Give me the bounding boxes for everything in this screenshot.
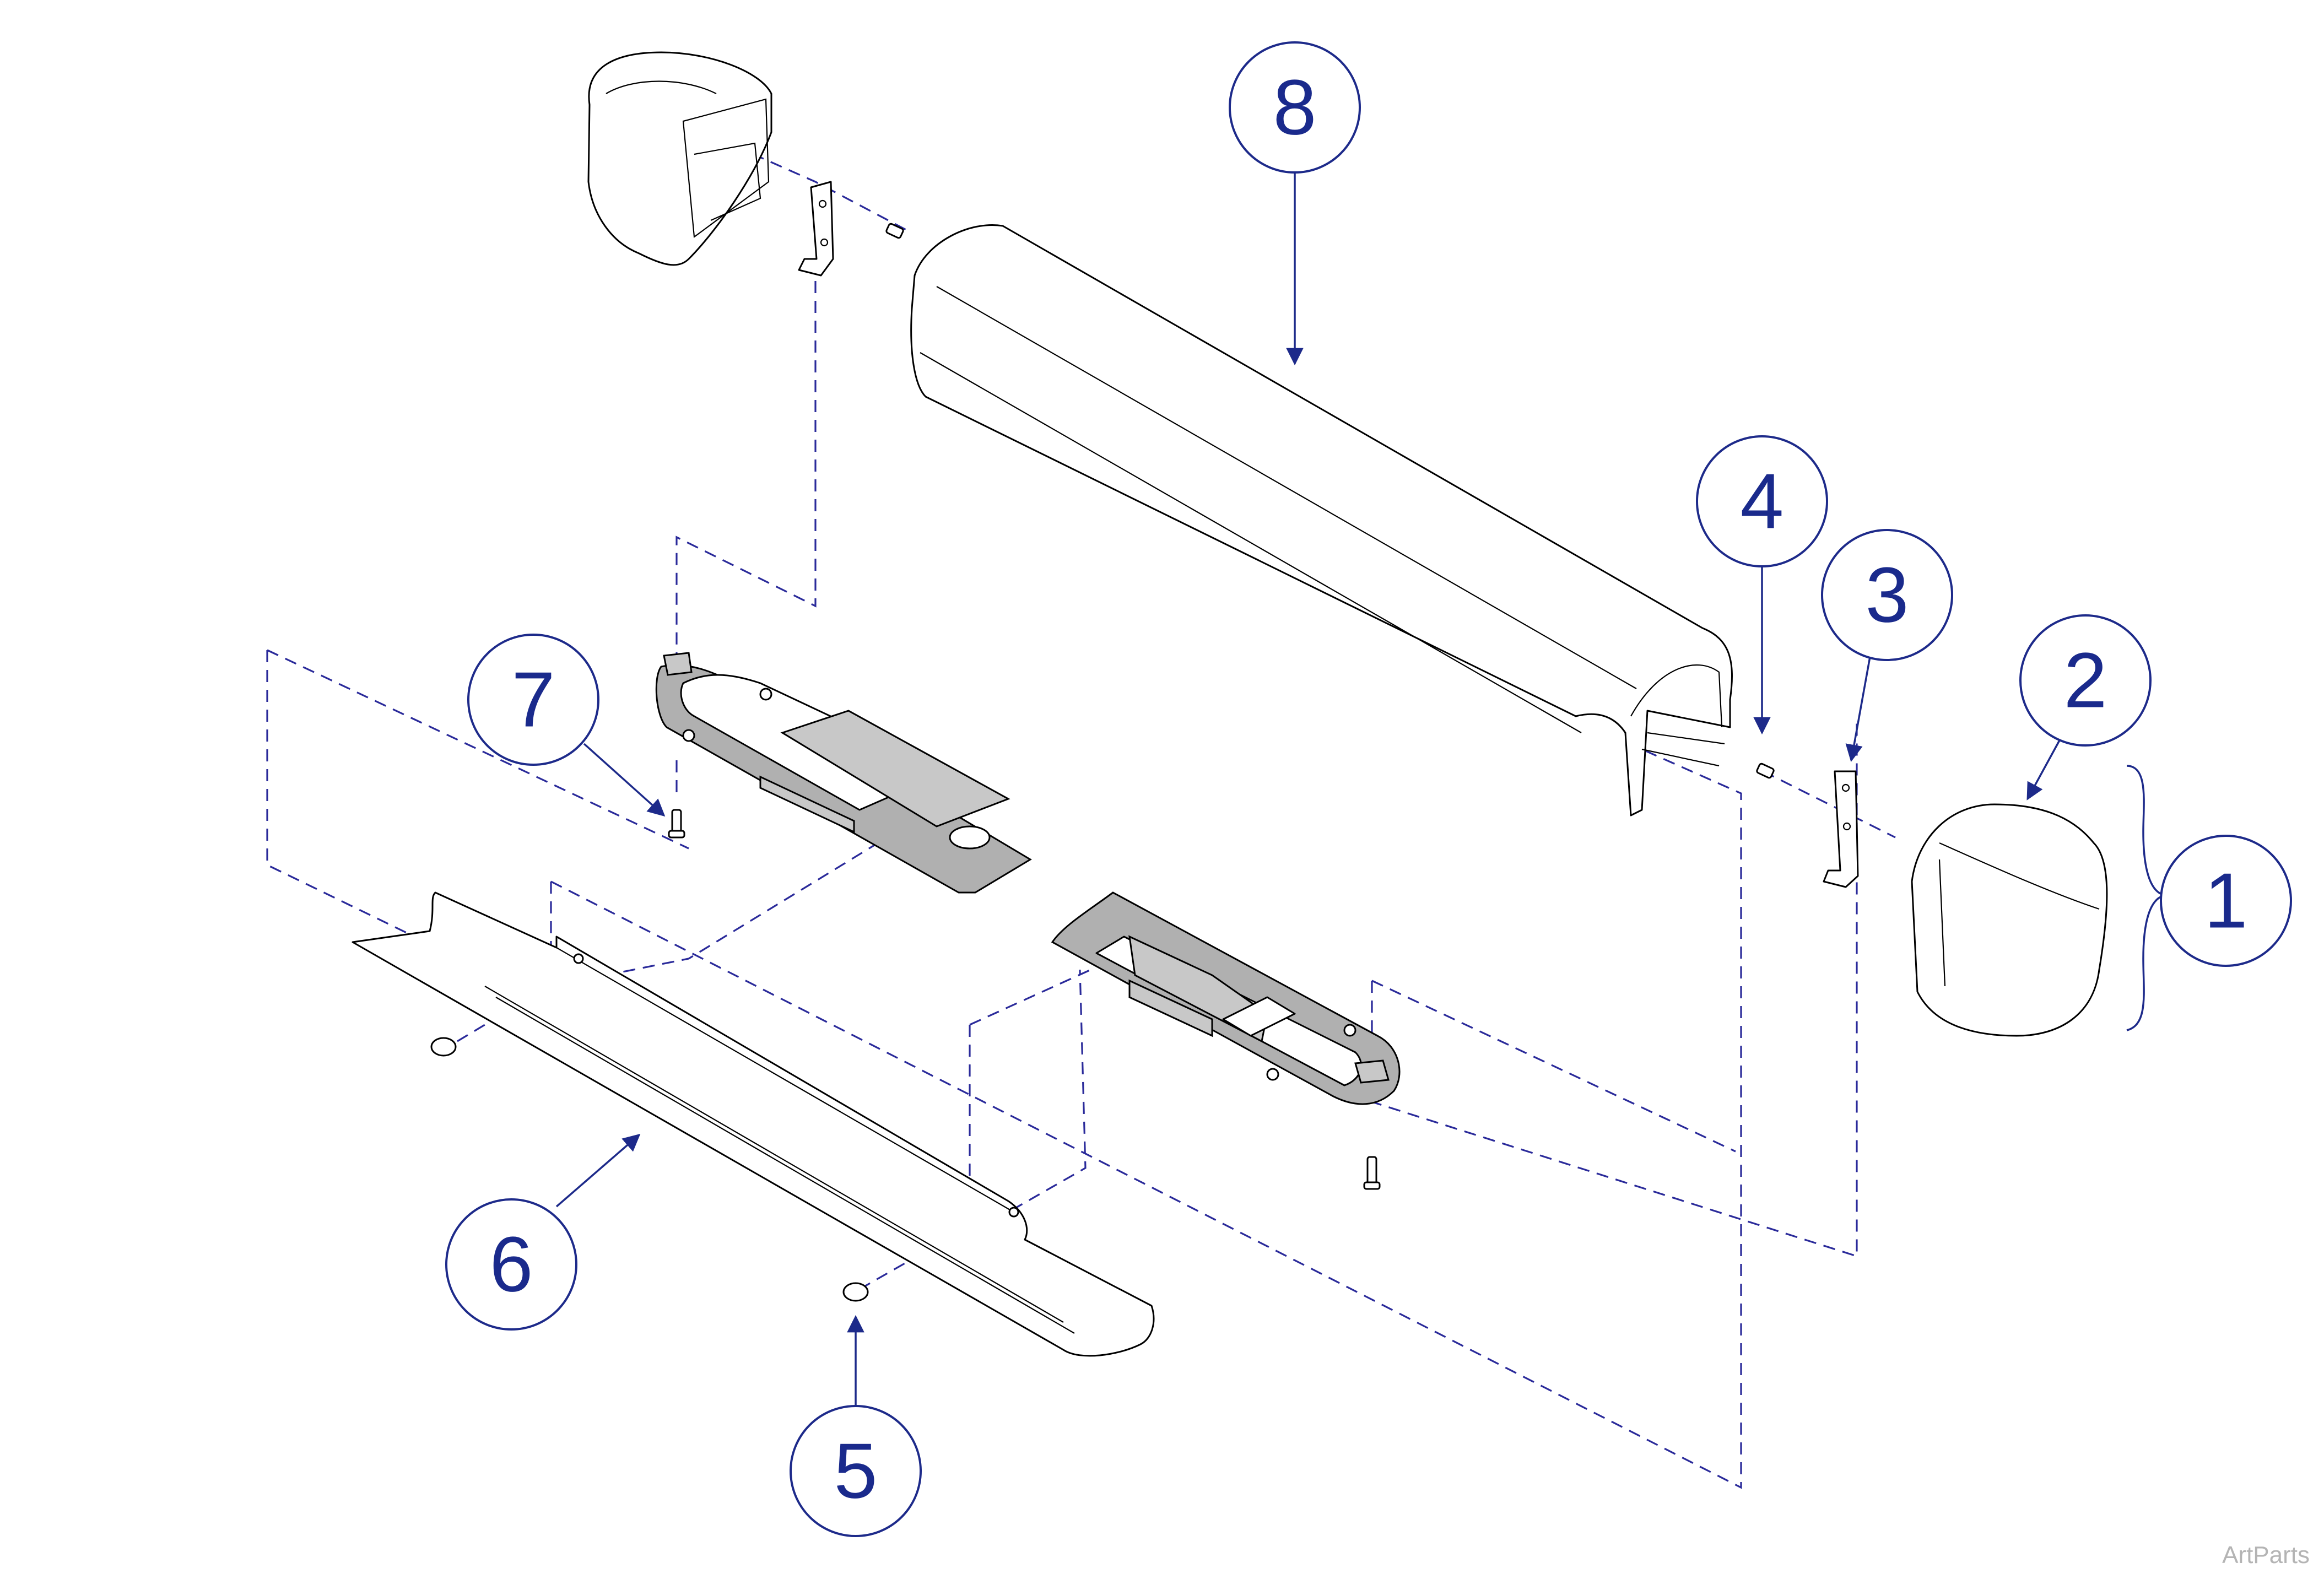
dash-line-screw-left: [457, 1007, 513, 1042]
cover-hole: [573, 953, 584, 964]
frame-hole: [1266, 1068, 1279, 1081]
callout-2: 2: [2019, 614, 2152, 747]
right-bracket: [1823, 770, 1859, 888]
callout-5: 5: [790, 1405, 922, 1537]
leader-7: [583, 743, 666, 817]
screw-5: [842, 1282, 869, 1302]
frame-hole: [1343, 1024, 1356, 1037]
callout-1: 1: [2160, 835, 2292, 967]
frame-hole: [759, 688, 772, 701]
frame-hole: [682, 729, 695, 742]
leader-6: [555, 1133, 641, 1208]
main-cover: [910, 224, 1733, 816]
callout-3: 3: [1821, 529, 1953, 661]
dash-line-lower-left: [550, 836, 888, 987]
callout-number: 7: [512, 656, 555, 744]
bracket-hole: [818, 199, 827, 208]
dash-line-right-cap: [1763, 770, 1896, 839]
dash-line-right-frame-top: [1371, 980, 1736, 1153]
callout-number: 3: [1866, 551, 1909, 639]
bracket-hole: [820, 238, 829, 247]
callout-number: 8: [1273, 64, 1317, 152]
left-top-screw: [885, 223, 904, 239]
right-frame-screw: [1363, 1156, 1381, 1190]
callout-7: 7: [467, 634, 599, 766]
callout-4: 4: [1696, 435, 1828, 567]
leader-2: [2026, 738, 2062, 801]
bottom-cover: [352, 891, 1155, 1357]
screw-4: [1756, 763, 1775, 779]
callout-number: 5: [834, 1427, 878, 1515]
watermark: ArtParts: [2222, 1542, 2310, 1569]
right-end-cap: [1911, 803, 2108, 1037]
bottom-cover-screw-left: [430, 1037, 457, 1057]
callout-number: 2: [2064, 637, 2107, 724]
callout-8: 8: [1229, 41, 1361, 174]
left-bracket: [798, 181, 834, 277]
callout-6: 6: [445, 1198, 577, 1331]
dash-line-left-box-top: [267, 649, 689, 850]
left-frame-rail: [655, 652, 1032, 894]
dash-line-mid-cross2: [969, 969, 1091, 1026]
bracket-hole: [1842, 822, 1851, 831]
callout-number: 1: [2204, 857, 2248, 945]
dash-line-left-bracket: [675, 281, 817, 661]
dash-line-center-long: [550, 748, 1742, 1489]
leader-3: [1845, 644, 1873, 763]
callout-number: 6: [490, 1221, 533, 1308]
group-bracket-1: [2126, 765, 2166, 1031]
dash-line-right-frame: [1371, 716, 1858, 1258]
left-end-cap: [587, 51, 772, 266]
frame-hole: [949, 825, 991, 850]
callout-number: 4: [1741, 458, 1784, 545]
dash-line-left-cap: [716, 137, 910, 232]
screw-7: [668, 809, 685, 839]
dash-line-screw5: [859, 1244, 937, 1290]
right-frame-rail: [1051, 891, 1401, 1105]
cover-hole: [1008, 1207, 1019, 1218]
dash-line-mid-cross: [969, 969, 1087, 1236]
bracket-hole: [1841, 783, 1850, 792]
